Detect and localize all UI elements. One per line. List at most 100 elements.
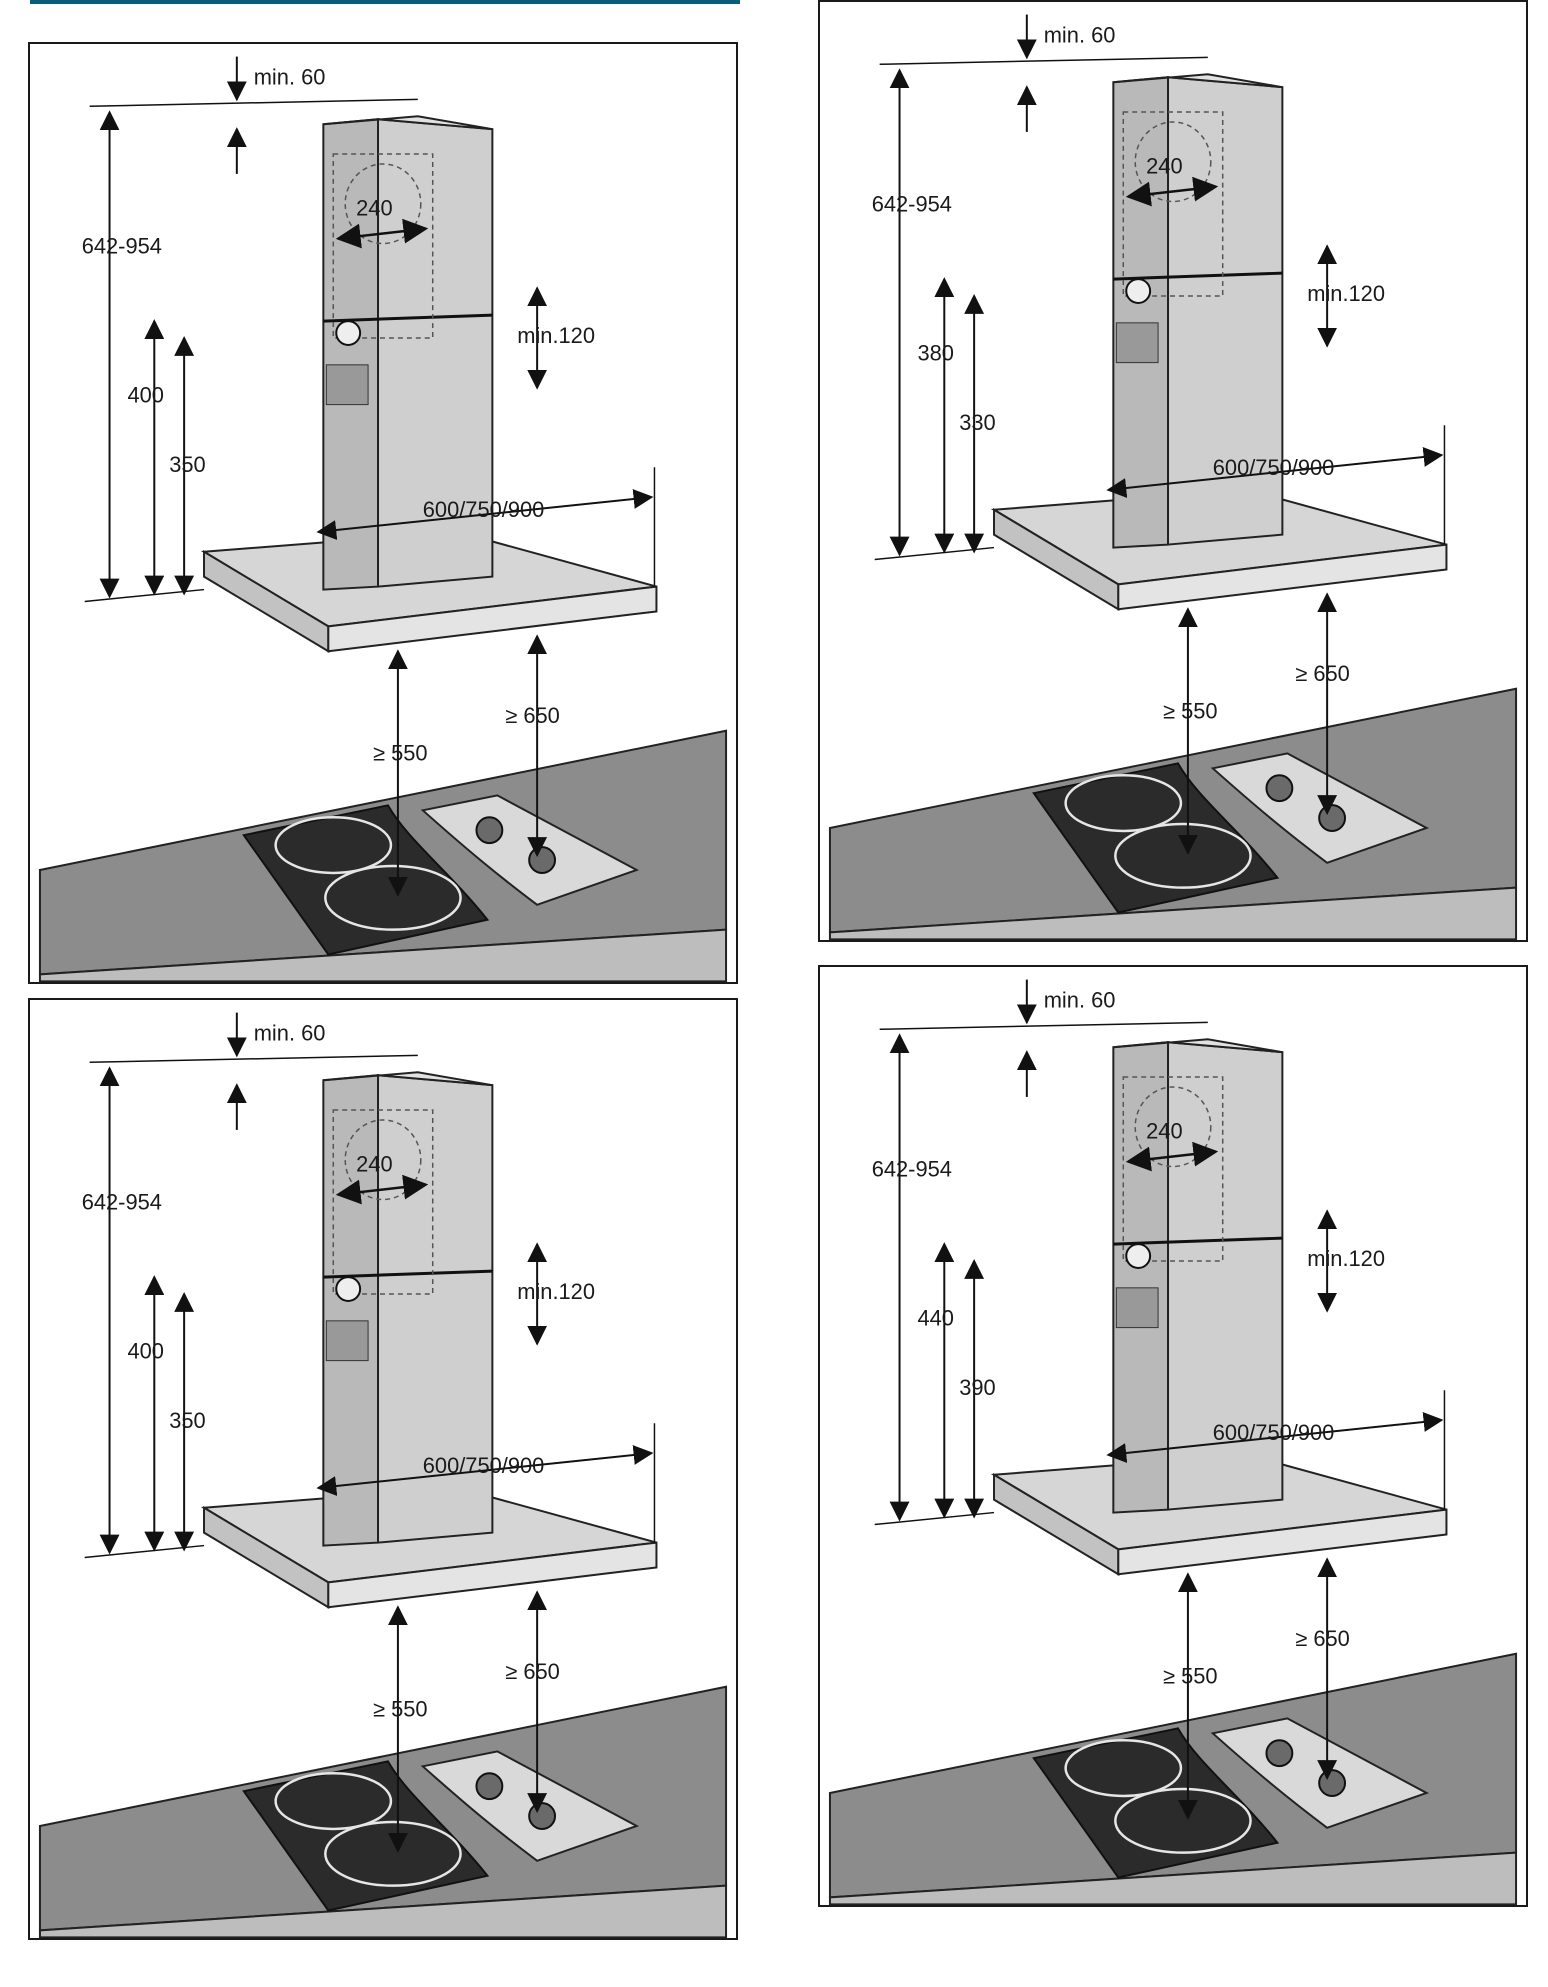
- chimney-top: [1113, 73, 1283, 89]
- worktop-edge: [828, 1851, 1518, 1905]
- hood-canopy-side: [327, 585, 658, 653]
- clear-electric-label: ≥ 550: [373, 741, 428, 766]
- duct-width-arrow: [1125, 1141, 1219, 1172]
- hood-width-arrow: [316, 1445, 654, 1496]
- hood-width-label: 600/750/900: [423, 497, 545, 522]
- worktop-edge: [38, 1884, 728, 1938]
- outlet-low-label: 390: [959, 1375, 995, 1400]
- min-overlap-label: min.120: [1307, 281, 1385, 306]
- total-height-label: 642-954: [872, 1156, 952, 1181]
- ceiling-line: [89, 1054, 418, 1064]
- panel-3: min. 60 642-954 400 350 240 min.120 600/…: [28, 998, 738, 1940]
- min-top-label: min. 60: [254, 1020, 326, 1045]
- worktop-edge: [828, 886, 1518, 940]
- duct-fan: [1134, 121, 1212, 203]
- chimney-front: [1112, 1041, 1170, 1514]
- vent-grille: [1115, 322, 1159, 364]
- clear-gas-label: ≥ 650: [505, 1659, 560, 1684]
- panel-1: min. 60 642-954 400 350 240 min.120 600/…: [28, 42, 738, 984]
- power-socket-icon: [1125, 278, 1152, 304]
- total-height-label: 642-954: [872, 191, 952, 216]
- duct-width-label: 240: [1146, 1119, 1182, 1144]
- gas-burner-1: [1265, 774, 1294, 803]
- clear-electric-label: ≥ 550: [1163, 1664, 1218, 1689]
- clear-gas-label: ≥ 650: [1295, 661, 1350, 686]
- base-line: [874, 1511, 995, 1526]
- base-line: [84, 1544, 205, 1559]
- base-line: [874, 546, 995, 561]
- duct-fan: [1134, 1086, 1212, 1168]
- panel-4: min. 60 642-954 440 390 240 min.120 600/…: [818, 965, 1528, 1907]
- chimney-top: [1113, 1038, 1283, 1054]
- chimney-joint: [323, 313, 493, 323]
- duct-width-label: 240: [1146, 154, 1182, 179]
- outlet-high-label: 400: [127, 1339, 163, 1364]
- min-top-label: min. 60: [1044, 22, 1116, 47]
- vent-grille: [325, 364, 369, 406]
- hood-width-label: 600/750/900: [1213, 455, 1335, 480]
- total-height-label: 642-954: [82, 1189, 162, 1214]
- header-accent-bar: [30, 0, 740, 4]
- duct-width-arrow: [335, 1174, 429, 1205]
- power-socket-icon: [1125, 1243, 1152, 1269]
- gas-burner-2: [1318, 1769, 1347, 1797]
- installation-diagram: min. 60 642-954 400 350 240 min.120 600/…: [38, 1012, 728, 1938]
- duct-outline: [1122, 111, 1224, 297]
- duct-fan: [344, 1119, 422, 1201]
- vent-grille: [325, 1320, 369, 1362]
- outlet-high-label: 380: [917, 341, 953, 366]
- outlet-high-label: 440: [917, 1306, 953, 1331]
- chimney-top: [323, 115, 493, 131]
- hood-canopy-side: [327, 1541, 658, 1609]
- clear-electric-label: ≥ 550: [1163, 699, 1218, 724]
- hood-width-arrow: [1106, 1412, 1444, 1463]
- duct-outline: [1122, 1076, 1224, 1262]
- installation-diagram: min. 60 642-954 440 390 240 min.120 600/…: [828, 979, 1518, 1905]
- gas-burner-2: [528, 846, 557, 874]
- chimney-joint: [323, 1269, 493, 1279]
- min-overlap-label: min.120: [1307, 1246, 1385, 1271]
- ceiling-line: [89, 98, 418, 108]
- installation-diagram: min. 60 642-954 380 330 240 min.120 600/…: [828, 14, 1518, 940]
- duct-outline: [332, 1109, 434, 1295]
- chimney-front: [322, 1074, 380, 1547]
- gas-burner-1: [1265, 1739, 1294, 1768]
- outlet-low-label: 330: [959, 410, 995, 435]
- clear-gas-label: ≥ 650: [505, 703, 560, 728]
- min-top-label: min. 60: [254, 64, 326, 89]
- hood-canopy-side: [1117, 1508, 1448, 1576]
- hood-width-arrow: [316, 489, 654, 540]
- min-overlap-label: min.120: [517, 323, 595, 348]
- outlet-low-label: 350: [169, 1408, 205, 1433]
- chimney-joint: [1113, 1236, 1283, 1246]
- hood-canopy-side: [1117, 543, 1448, 611]
- chimney-front: [322, 118, 380, 591]
- min-top-label: min. 60: [1044, 987, 1116, 1012]
- power-socket-icon: [335, 320, 362, 346]
- duct-width-label: 240: [356, 196, 392, 221]
- gas-burner-1: [475, 816, 504, 845]
- hood-width-arrow: [1106, 447, 1444, 498]
- power-socket-icon: [335, 1276, 362, 1302]
- vent-grille: [1115, 1287, 1159, 1329]
- chimney-front: [1112, 76, 1170, 549]
- ceiling-line: [879, 1021, 1208, 1031]
- chimney-joint: [1113, 271, 1283, 281]
- installation-diagram: min. 60 642-954 400 350 240 min.120 600/…: [38, 56, 728, 982]
- gas-burner-1: [475, 1772, 504, 1801]
- hood-width-label: 600/750/900: [423, 1453, 545, 1478]
- duct-width-arrow: [335, 218, 429, 249]
- duct-width-label: 240: [356, 1152, 392, 1177]
- ceiling-line: [879, 56, 1208, 66]
- hood-width-label: 600/750/900: [1213, 1420, 1335, 1445]
- min-overlap-label: min.120: [517, 1279, 595, 1304]
- total-height-label: 642-954: [82, 233, 162, 258]
- gas-burner-2: [528, 1802, 557, 1830]
- outlet-low-label: 350: [169, 452, 205, 477]
- duct-fan: [344, 163, 422, 245]
- outlet-high-label: 400: [127, 383, 163, 408]
- duct-outline: [332, 153, 434, 339]
- chimney-top: [323, 1071, 493, 1087]
- gas-burner-2: [1318, 804, 1347, 832]
- duct-width-arrow: [1125, 176, 1219, 207]
